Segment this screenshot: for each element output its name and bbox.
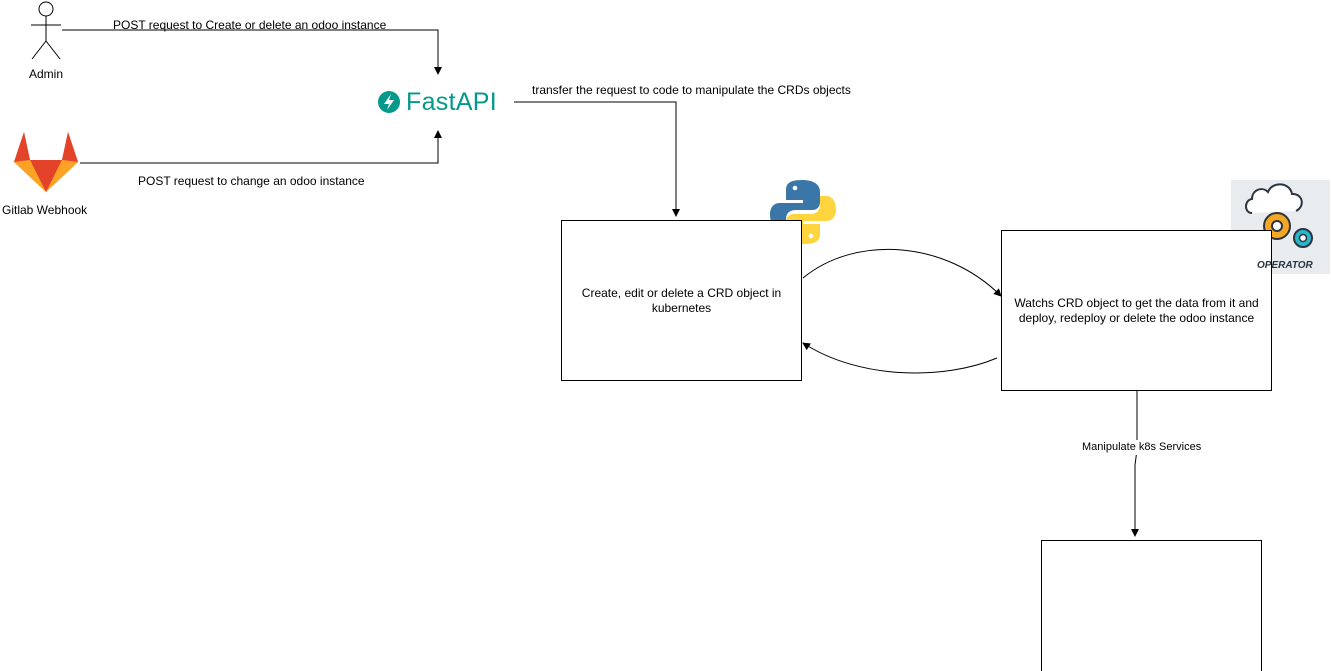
operator-process-box: Watchs CRD object to get the data from i… [1001, 230, 1272, 391]
gitlab-webhook-label: Gitlab Webhook [2, 203, 88, 217]
gitlab-logo-icon [14, 132, 78, 192]
operator-logo-text: OPERATOR [1257, 260, 1313, 271]
admin-person-icon [31, 1, 61, 60]
edge-fastapi-to-crd [514, 101, 680, 217]
edge-admin-to-fastapi [62, 29, 442, 75]
edge-label-fastapi: transfer the request to code to manipula… [532, 83, 851, 97]
edge-label-k8s: Manipulate k8s Services [1082, 440, 1202, 455]
edge-label-admin: POST request to Create or delete an odoo… [113, 18, 387, 32]
edge-operator-to-crd [802, 342, 998, 374]
edge-crd-to-operator [802, 248, 1002, 297]
fastapi-wordmark: FastAPI [406, 87, 498, 116]
fastapi-bolt-icon [378, 91, 400, 113]
edge-label-gitlab: POST request to change an odoo instance [138, 174, 365, 188]
operator-process-text: Watchs CRD object to get the data from i… [1014, 296, 1259, 325]
fastapi-logo: FastAPI [378, 86, 497, 118]
crd-process-box: Create, edit or delete a CRD object in k… [561, 220, 802, 381]
edge-gitlab-to-fastapi [80, 130, 442, 164]
crd-process-text: Create, edit or delete a CRD object in k… [581, 286, 782, 315]
edge-operator-to-k8s [1131, 391, 1139, 537]
admin-label: Admin [29, 67, 64, 81]
kubernetes-box [1041, 540, 1262, 671]
